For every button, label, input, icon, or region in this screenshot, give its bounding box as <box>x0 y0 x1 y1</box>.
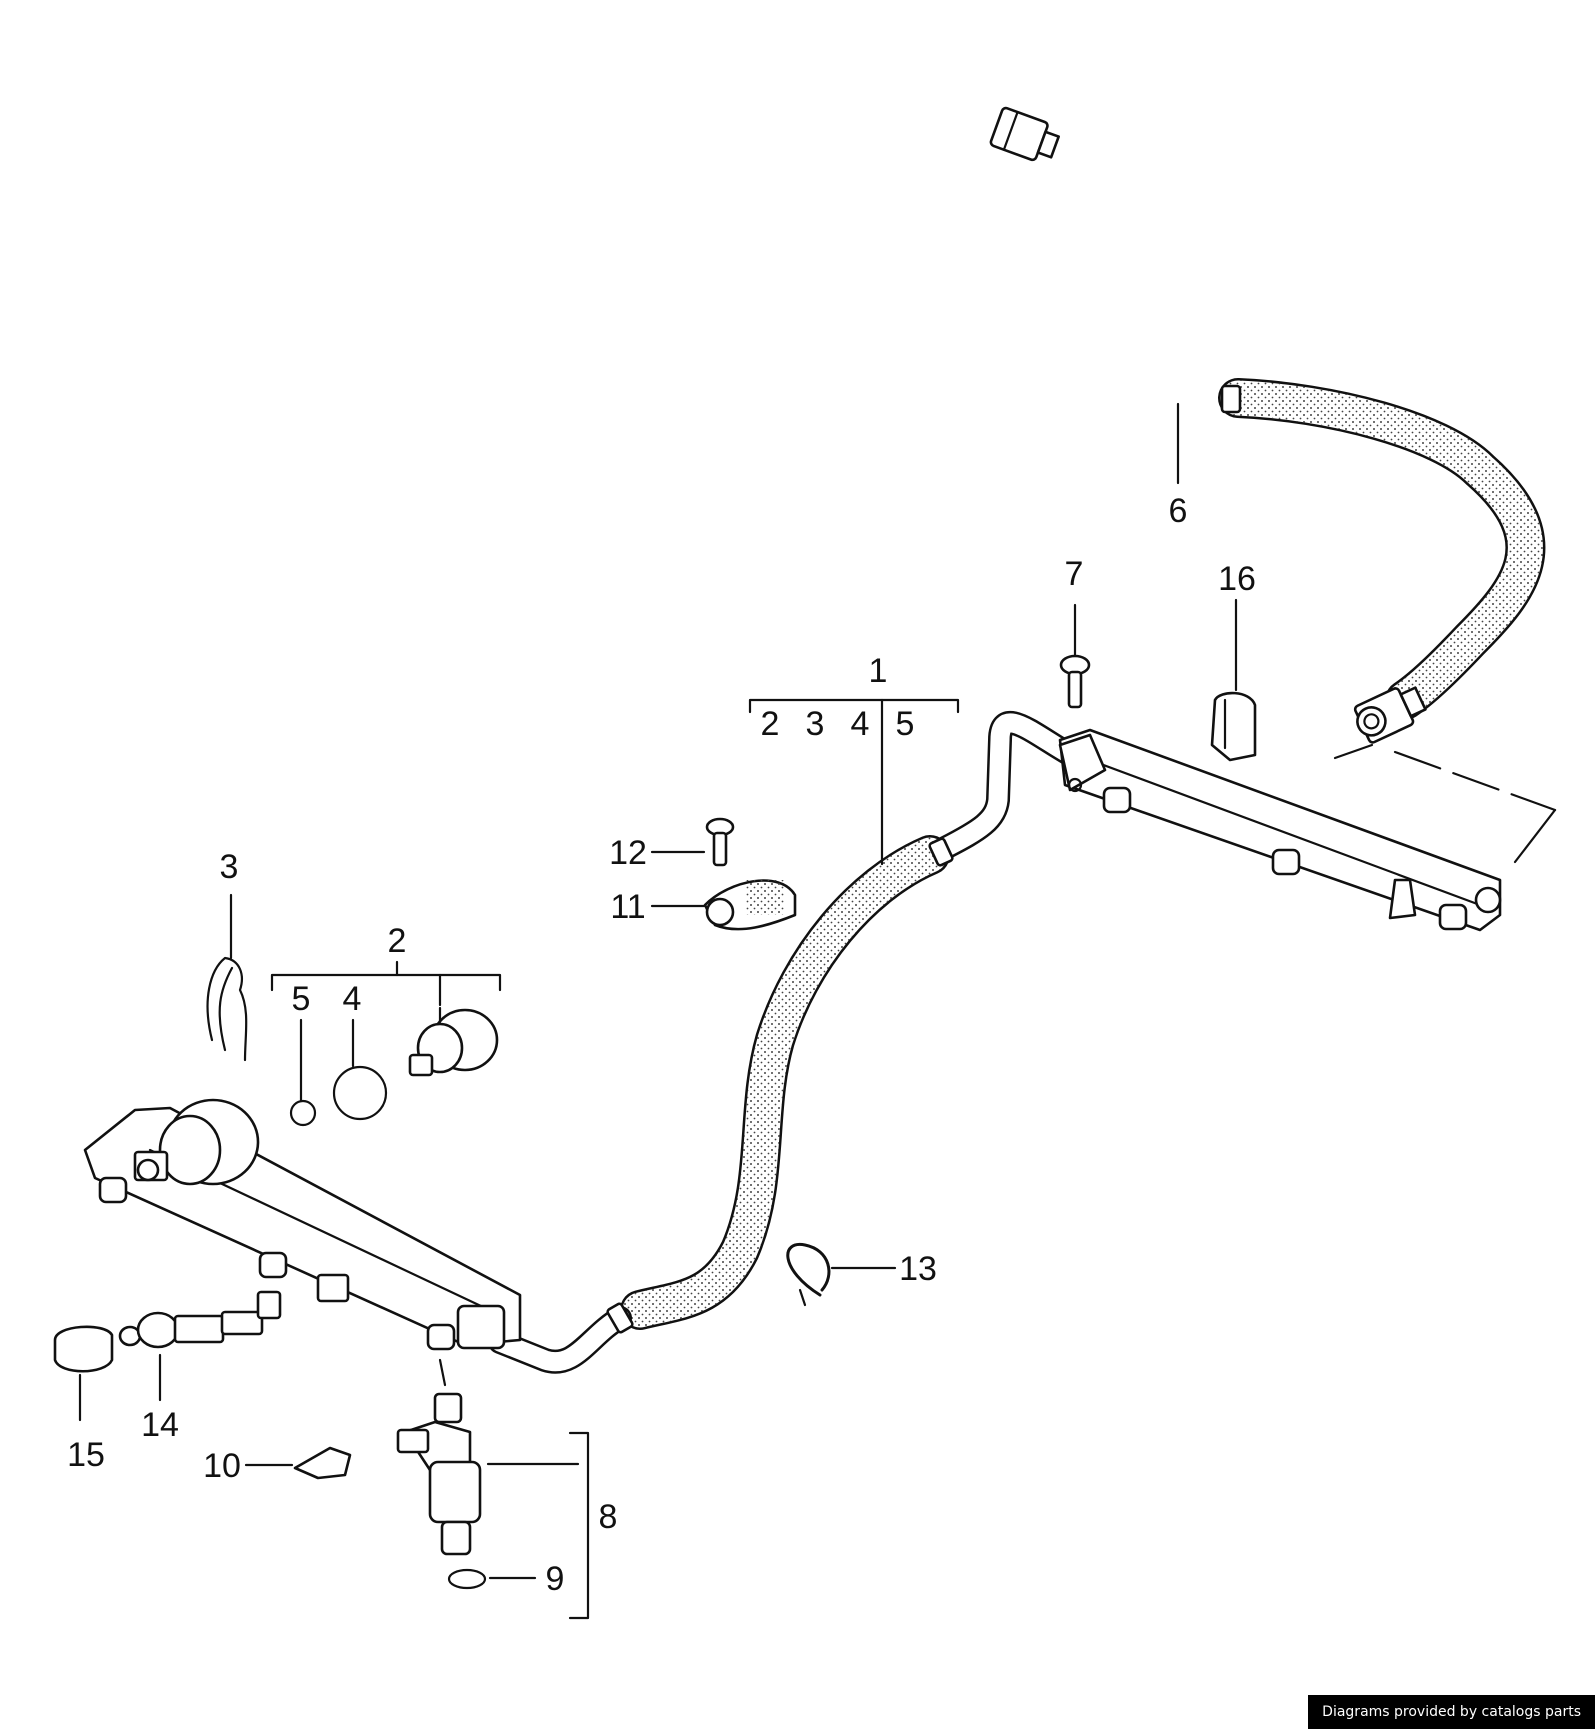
callout-14: 14 <box>141 1406 179 1444</box>
fuel-line-part-1 <box>488 698 1092 1374</box>
injector-part-8 <box>396 1358 482 1556</box>
callout-15: 15 <box>67 1436 105 1474</box>
fuel-line-part-6 <box>989 106 1557 864</box>
callout-2-sub-5: 5 <box>292 980 311 1018</box>
callout-8: 8 <box>599 1498 618 1536</box>
callout-6: 6 <box>1169 492 1188 530</box>
callout-3: 3 <box>220 848 239 886</box>
callout-2-sub-4: 4 <box>343 980 362 1018</box>
clamp-part-16 <box>1210 691 1257 762</box>
callout-9: 9 <box>546 1560 565 1598</box>
callout-1-sub-3: 3 <box>806 705 825 743</box>
pressure-regulator-part-2 <box>408 1006 499 1077</box>
callout-7: 7 <box>1065 555 1084 593</box>
callout-1: 1 <box>869 652 888 690</box>
callout-10: 10 <box>203 1447 241 1485</box>
callout-13: 13 <box>899 1250 937 1288</box>
fuel-rail-left <box>83 1098 522 1351</box>
leader-lines <box>78 598 1238 1620</box>
cap-nut-part-15 <box>53 1325 114 1373</box>
clamp-part-11 <box>703 879 797 931</box>
callout-1-sub-5: 5 <box>896 705 915 743</box>
o-ring-part-5 <box>289 1099 317 1127</box>
retainer-clip-part-3 <box>206 956 248 1062</box>
o-ring-part-4 <box>332 1065 388 1121</box>
callout-2: 2 <box>388 922 407 960</box>
callout-11: 11 <box>610 888 645 926</box>
diagram-credit: Diagrams provided by catalogs parts <box>1308 1695 1595 1729</box>
callout-1-sub-4: 4 <box>851 705 870 743</box>
screw-part-12 <box>705 817 735 867</box>
screw-part-7 <box>1059 654 1091 709</box>
hose-clip-part-13 <box>786 1242 831 1307</box>
o-ring-part-9 <box>447 1568 487 1590</box>
callout-labels: 1 2 3 4 5 2 5 4 3 6 7 8 9 10 11 12 13 14… <box>67 492 1256 1598</box>
test-valve-part-14 <box>118 1273 350 1349</box>
fuel-rail-right <box>1058 728 1502 932</box>
clip-part-10 <box>293 1446 352 1480</box>
callout-16: 16 <box>1218 560 1256 598</box>
callout-12: 12 <box>609 834 647 872</box>
callout-1-sub-2: 2 <box>761 705 780 743</box>
